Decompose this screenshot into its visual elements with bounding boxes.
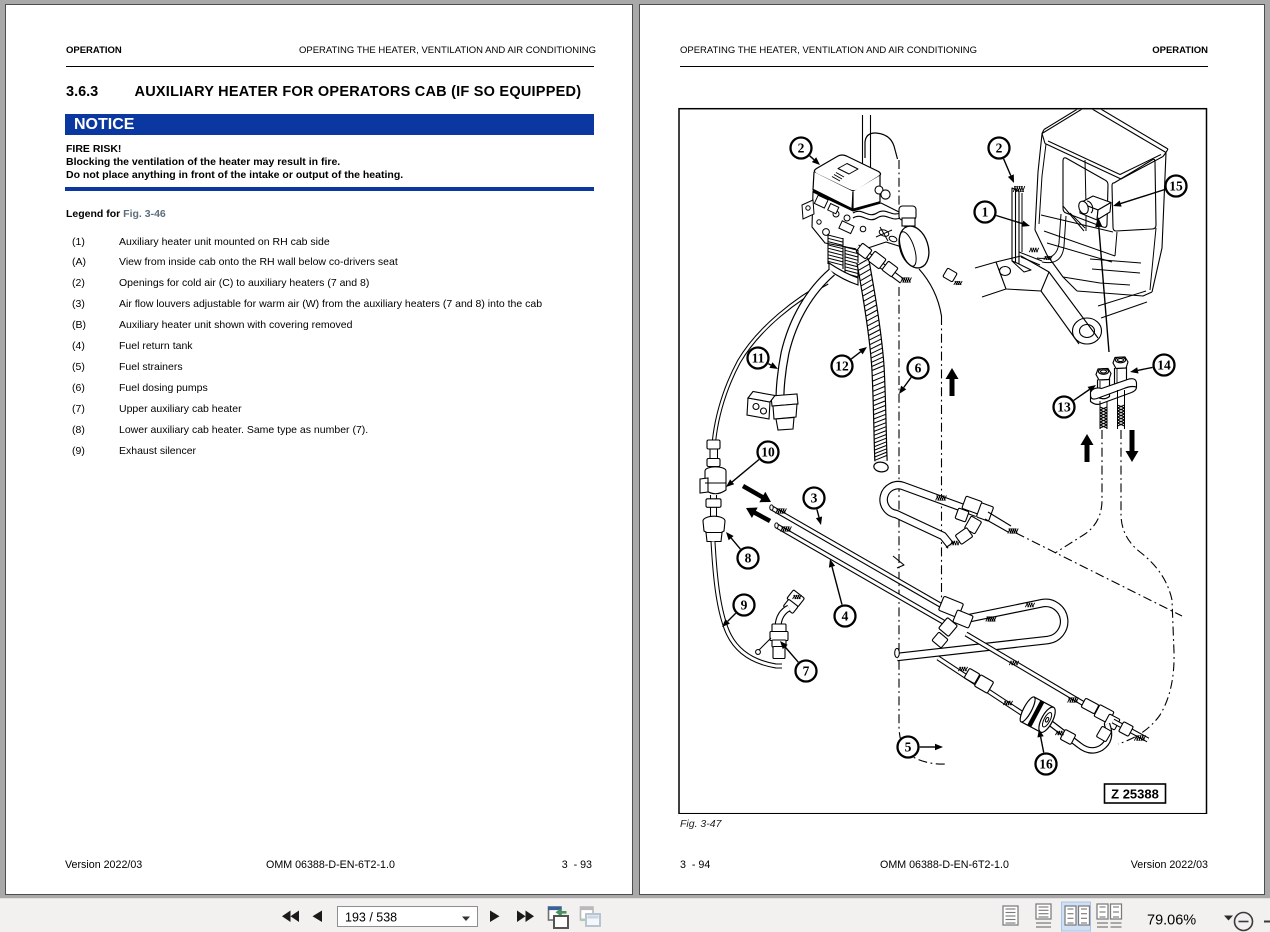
- svg-text:2: 2: [798, 141, 805, 156]
- svg-text:79.06%: 79.06%: [1147, 913, 1196, 929]
- svg-text:9: 9: [741, 598, 748, 613]
- svg-text:12: 12: [835, 359, 849, 374]
- svg-text:3: 3: [811, 491, 818, 506]
- svg-text:1: 1: [982, 205, 989, 220]
- svg-text:8: 8: [745, 551, 752, 566]
- svg-text:11: 11: [752, 351, 765, 366]
- svg-text:7: 7: [803, 664, 810, 679]
- svg-text:10: 10: [761, 445, 775, 460]
- svg-text:5: 5: [905, 740, 912, 755]
- svg-text:15: 15: [1169, 179, 1183, 194]
- svg-text:14: 14: [1157, 358, 1171, 373]
- svg-text:6: 6: [915, 361, 922, 376]
- svg-text:Z 25388: Z 25388: [1111, 787, 1159, 802]
- svg-text:16: 16: [1039, 757, 1053, 772]
- svg-text:13: 13: [1057, 400, 1071, 415]
- svg-text:193 / 538: 193 / 538: [345, 911, 397, 925]
- svg-text:2: 2: [996, 141, 1003, 156]
- svg-text:4: 4: [842, 609, 849, 624]
